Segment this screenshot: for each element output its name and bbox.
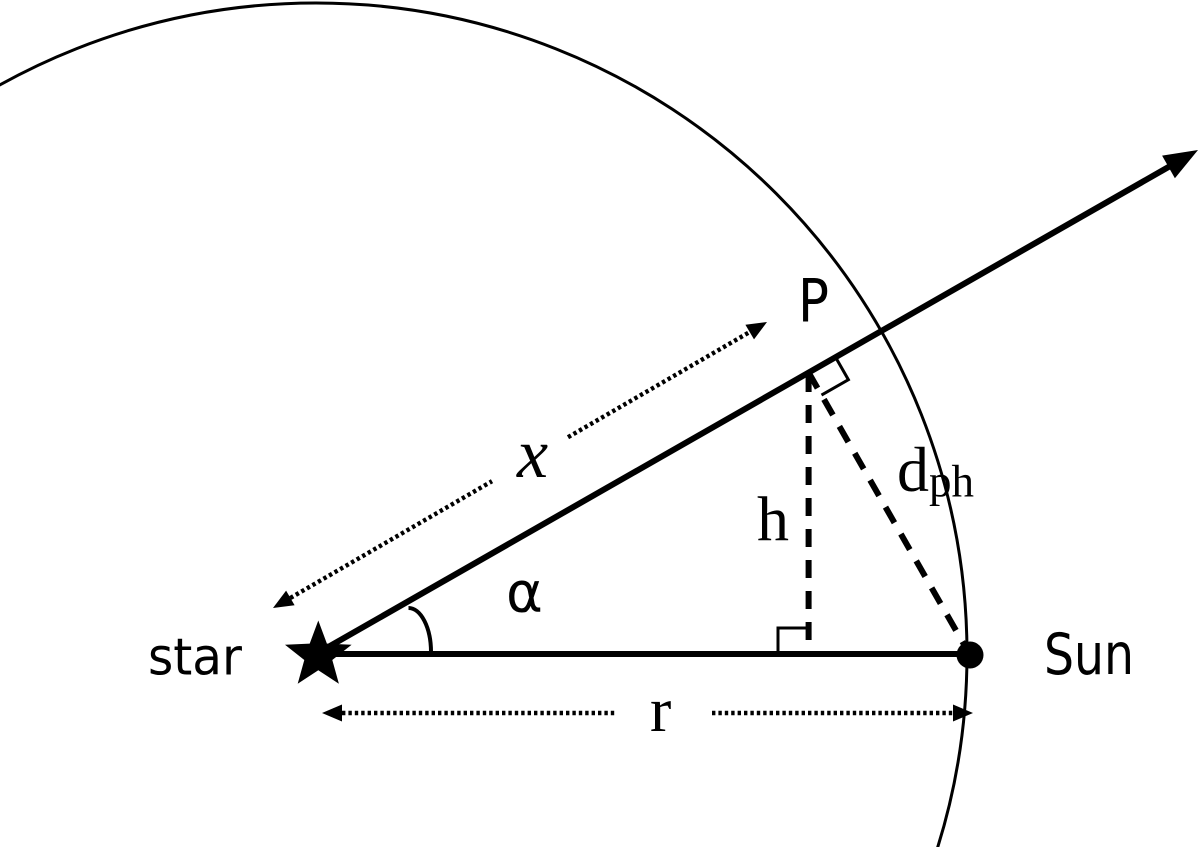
r-measure-arrow — [322, 704, 973, 722]
r-measure-arrowhead-right — [953, 704, 973, 722]
dph-label-base: d — [897, 434, 929, 505]
alpha-label: α — [506, 561, 543, 626]
right-angle-mark-at-p — [820, 356, 851, 397]
h-label: h — [757, 484, 789, 555]
dph-label: dph — [897, 434, 974, 507]
x-label: x — [516, 416, 548, 493]
p-label: P — [798, 267, 829, 337]
star-symbol — [285, 620, 352, 684]
x-measure-arrowhead-right — [745, 322, 767, 340]
x-measure-dots-left — [289, 479, 494, 600]
light-ray-line — [314, 162, 1174, 657]
dph-dashed-line — [805, 371, 973, 657]
right-angle-mark-at-baseline — [776, 626, 807, 651]
dph-label-subscript: ph — [929, 457, 974, 507]
alpha-angle-arc — [408, 606, 433, 653]
r-label: r — [650, 674, 671, 745]
sun-label: Sun — [1044, 622, 1134, 688]
r-measure-arrowhead-left — [322, 704, 342, 722]
star-centered-circle — [0, 1, 969, 847]
star-label: star — [148, 629, 242, 688]
light-ray-arrowhead — [1162, 150, 1198, 179]
sun-dot — [956, 641, 984, 669]
x-measure-arrowhead-left — [273, 590, 295, 608]
x-measure-arrow — [273, 322, 767, 608]
x-measure-dots-right — [566, 330, 751, 440]
